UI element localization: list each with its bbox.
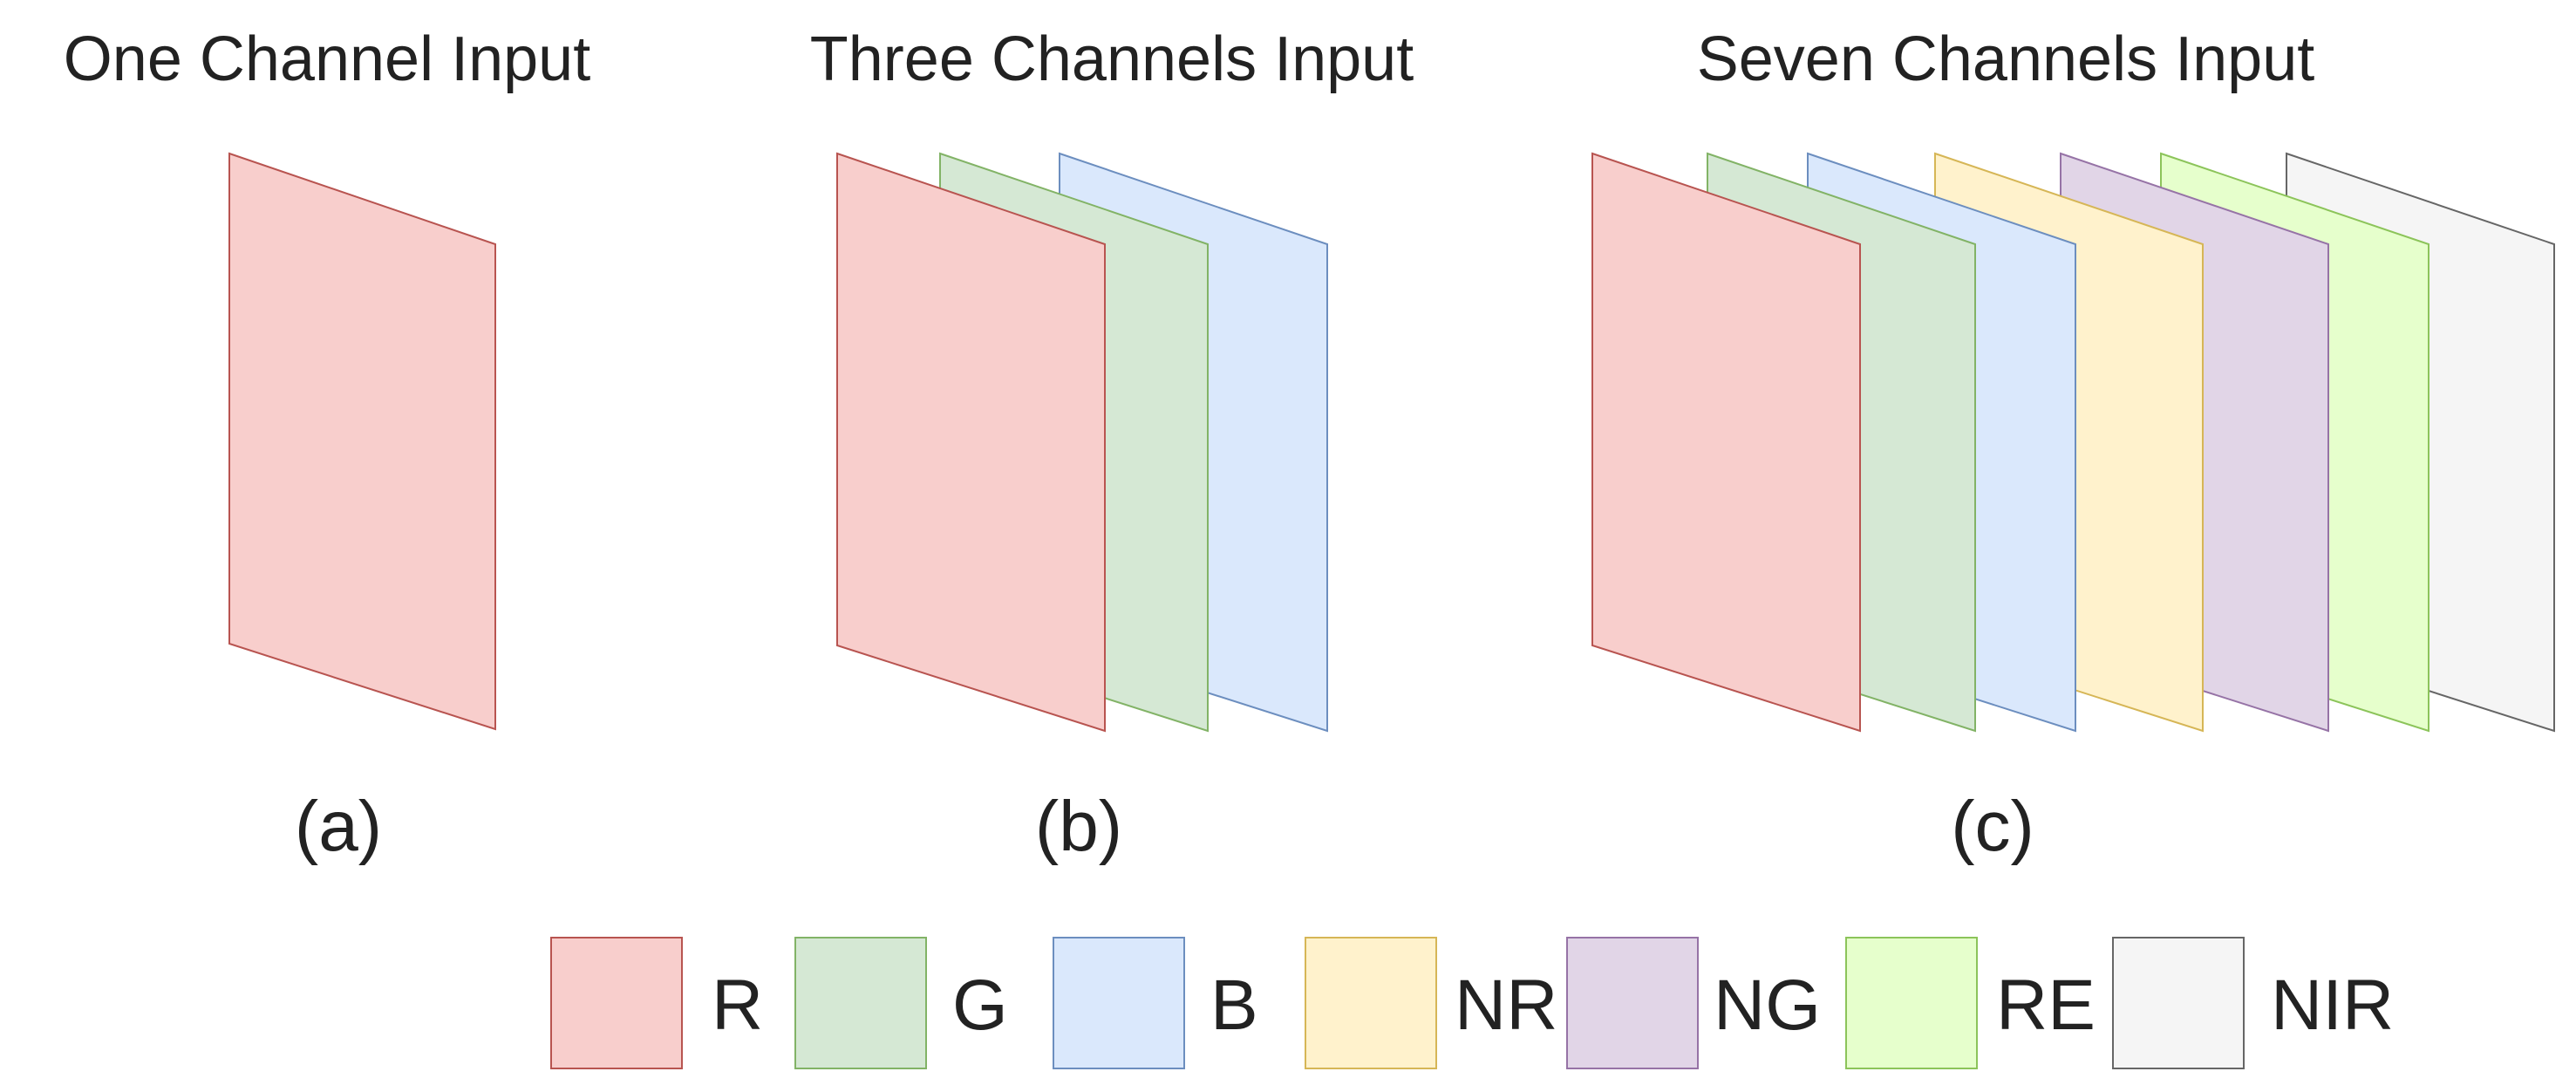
legend: R G B NR NG RE NIR — [550, 937, 2394, 1069]
panel-c-title: Seven Channels Input — [1697, 24, 2315, 94]
panel-c-planes — [1591, 152, 2555, 733]
legend-label-nir: NIR — [2271, 966, 2394, 1045]
legend-label-g: G — [952, 966, 1008, 1045]
legend-swatch-re — [1845, 937, 1978, 1069]
panel-b: Three Channels Input (b) — [810, 24, 1414, 866]
panel-c: Seven Channels Input (c) — [1591, 24, 2555, 866]
legend-swatch-g — [794, 937, 927, 1069]
legend-item-g: G — [794, 937, 1008, 1069]
panel-b-title: Three Channels Input — [810, 24, 1414, 94]
panel-b-plane-r — [836, 152, 1106, 733]
legend-item-re: RE — [1845, 937, 2096, 1069]
panel-a-plane-r — [228, 152, 496, 731]
legend-label-ng: NG — [1714, 966, 1821, 1045]
legend-label-r: R — [712, 966, 763, 1045]
legend-label-nr: NR — [1455, 966, 1557, 1045]
legend-item-ng: NG — [1566, 937, 1821, 1069]
panel-b-label: (b) — [1035, 787, 1122, 866]
legend-swatch-nr — [1305, 937, 1437, 1069]
legend-item-b: B — [1053, 937, 1258, 1069]
legend-item-nr: NR — [1305, 937, 1557, 1069]
legend-swatch-r — [550, 937, 683, 1069]
legend-swatch-ng — [1566, 937, 1699, 1069]
panel-a-label: (a) — [295, 787, 382, 866]
legend-swatch-nir — [2112, 937, 2245, 1069]
panel-b-planes — [836, 152, 1328, 733]
panel-a-title: One Channel Input — [64, 24, 590, 94]
panel-a: One Channel Input (a) — [64, 24, 590, 866]
legend-label-b: B — [1210, 966, 1258, 1045]
panel-c-plane-r — [1591, 152, 1861, 733]
legend-item-nir: NIR — [2112, 937, 2394, 1069]
legend-item-r: R — [550, 937, 763, 1069]
panel-c-label: (c) — [1951, 787, 2034, 866]
legend-swatch-b — [1053, 937, 1185, 1069]
panel-a-planes — [228, 152, 496, 731]
legend-label-re: RE — [1996, 966, 2096, 1045]
